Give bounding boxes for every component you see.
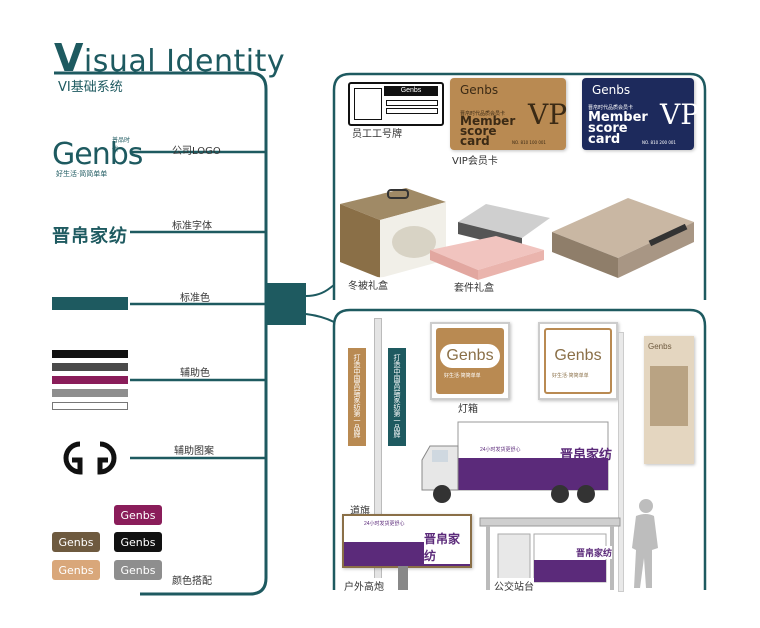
blue-card-brand: Genbs — [592, 83, 631, 97]
employee-badge: Genbs — [348, 82, 444, 126]
blue-card-vp: VP — [660, 98, 700, 131]
blue-card-number: NO. 810 200 001 — [642, 140, 676, 145]
vip-label: VIP会员卡 — [452, 156, 498, 167]
hub-square — [266, 283, 306, 325]
set-gift-box-closed — [552, 198, 694, 278]
standard-color-swatch — [52, 297, 128, 310]
gold-card-vp: VP — [528, 98, 568, 131]
quilt-gift-box — [340, 188, 446, 278]
badge-label: 员工工号牌 — [352, 129, 402, 140]
standard-color-label: 标准色 — [180, 293, 210, 304]
aux-swatch-gray — [52, 389, 128, 397]
vip-card-blue: Genbs 晋帛时代品质会员卡 Member score card VP NO.… — [582, 78, 699, 150]
brand-chinese-font: 晋帛家纺 — [52, 226, 128, 247]
aux-swatch-black — [52, 350, 128, 358]
set-gift-box — [430, 204, 550, 280]
bus-stop-ad-text: 晋帛家纺 — [576, 546, 613, 559]
gold-card-number: NO. 810 100 001 — [512, 140, 546, 145]
delivery-truck — [421, 421, 609, 503]
gold-card-brand: Genbs — [460, 83, 499, 97]
lightbox-gold: Genbs 好生活·简简单单 — [430, 322, 510, 400]
pattern-label: 辅助图案 — [174, 446, 214, 457]
company-logo: Genbs 普品时代 好生活·简简单单 — [52, 135, 143, 178]
combo-chip-tan: Genbs — [52, 560, 100, 580]
gold-card-card: card — [460, 134, 490, 148]
combo-label: 颜色搭配 — [172, 576, 212, 587]
blue-card-card: card — [588, 132, 621, 147]
lightbox-label: 灯箱 — [458, 404, 478, 415]
logo-tag-bottom: 好生活·简简单单 — [56, 170, 108, 178]
truck-ad-small: 24小时发货更舒心 — [480, 447, 521, 453]
person-silhouette — [632, 499, 658, 588]
aux-swatch-magenta — [52, 376, 128, 384]
road-flag-label: 道旗 — [350, 506, 370, 517]
aux-swatch-darkgray — [52, 363, 128, 371]
vip-card-gold: Genbs 晋帛时代品质会员卡 Member score card VP NO.… — [450, 78, 568, 150]
road-flag-left: 打造中国高端家纺第一品牌 — [348, 348, 366, 446]
gold-card-member: Member — [460, 114, 516, 128]
truck-ad-text: 晋帛家纺 — [560, 448, 613, 463]
badge-photo-box — [354, 88, 382, 120]
billboard-label: 户外高炮 — [344, 578, 384, 593]
blue-card-score: score — [588, 121, 628, 136]
logo-wordmark: Genbs — [52, 137, 143, 172]
left-trunk-line — [54, 71, 268, 596]
outdoor-billboard: 晋帛家纺 24小时发货更舒心 — [342, 514, 472, 568]
aux-pattern-icon — [63, 441, 117, 475]
combo-chip-gray: Genbs — [114, 560, 162, 580]
bus-stop-label: 公交站台 — [494, 578, 534, 593]
font-label: 标准字体 — [172, 221, 212, 232]
gold-card-score: score — [460, 124, 497, 138]
lightbox-white: Genbs 好生活·简简单单 — [538, 322, 618, 400]
combo-chip-magenta: Genbs — [114, 505, 162, 525]
blue-card-member: Member — [588, 110, 648, 125]
road-flag-right: 打造中国高端家纺第一品牌 — [388, 348, 406, 446]
aux-color-label: 辅助色 — [180, 368, 210, 379]
badge-brand: Genbs — [384, 86, 438, 96]
logo-tag-top: 普品时代 — [112, 137, 131, 153]
combo-chip-black: Genbs — [114, 532, 162, 552]
aux-swatch-white — [52, 402, 128, 410]
logo-label: 公司LOGO — [172, 146, 221, 157]
quilt-box-label: 冬被礼盒 — [348, 277, 388, 292]
set-box-label: 套件礼盒 — [454, 283, 494, 294]
combo-chip-brown: Genbs — [52, 532, 100, 552]
page-subtitle: VI基础系统 — [58, 80, 123, 95]
standing-banner: Genbs — [644, 336, 694, 464]
